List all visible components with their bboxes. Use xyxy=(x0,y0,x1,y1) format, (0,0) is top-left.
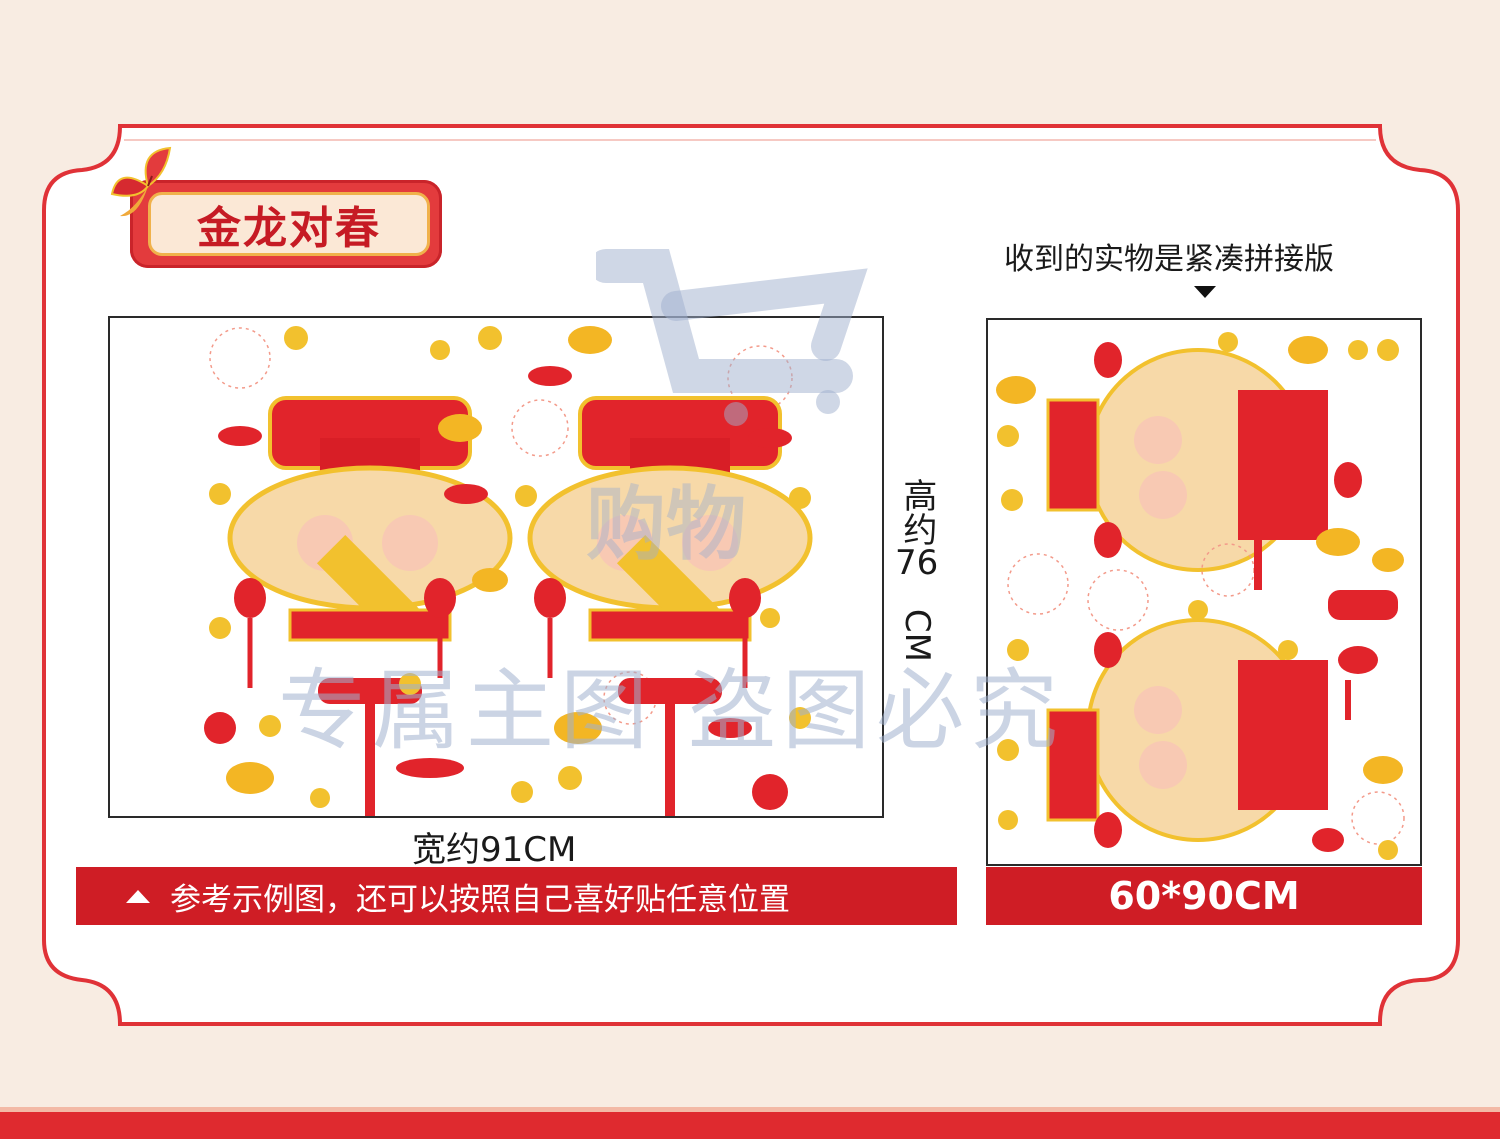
down-arrow-icon xyxy=(1194,286,1216,298)
example-note-strip: 参考示例图，还可以按照自己喜好贴任意位置 xyxy=(76,867,957,925)
gold-ingot-icon xyxy=(996,336,1404,784)
actual-product-panel xyxy=(986,318,1422,866)
gold-coin-icon xyxy=(209,326,811,808)
bottom-band xyxy=(0,1107,1500,1139)
spring-ornament-left xyxy=(227,396,513,816)
width-dimension-label: 宽约91CM xyxy=(412,830,577,870)
title-badge: 金龙对春 xyxy=(108,146,446,274)
title-inner: 金龙对春 xyxy=(148,192,430,256)
example-layout-panel xyxy=(108,316,884,818)
auspicious-cloud-icon xyxy=(218,366,792,778)
page-title: 金龙对春 xyxy=(197,203,381,254)
size-strip: 60*90CM xyxy=(986,867,1422,925)
example-note-text: 参考示例图，还可以按照自己喜好贴任意位置 xyxy=(170,881,790,918)
height-label-unit: CM xyxy=(896,608,937,662)
height-label-prefix: 高约 xyxy=(896,478,937,546)
spring-ornament-top xyxy=(1046,348,1328,572)
actual-product-caption: 收到的实物是紧凑拼接版 xyxy=(1004,242,1334,277)
height-dimension-label: 高约 76 CM xyxy=(895,478,939,662)
compact-sticker-artwork xyxy=(996,332,1405,860)
spring-ornament-bottom xyxy=(1046,618,1328,842)
height-label-number: 76 xyxy=(895,543,939,583)
gold-coin-icon xyxy=(997,332,1399,860)
lantern-icon xyxy=(234,578,761,688)
size-label: 60*90CM xyxy=(1108,874,1300,918)
spring-couplet-artwork xyxy=(204,326,813,816)
decor-red-icon xyxy=(1094,342,1398,852)
lucky-bag-icon xyxy=(204,712,788,810)
butterfly-icon xyxy=(110,146,172,217)
spring-ornament-right xyxy=(527,396,813,816)
up-triangle-icon xyxy=(126,889,150,903)
